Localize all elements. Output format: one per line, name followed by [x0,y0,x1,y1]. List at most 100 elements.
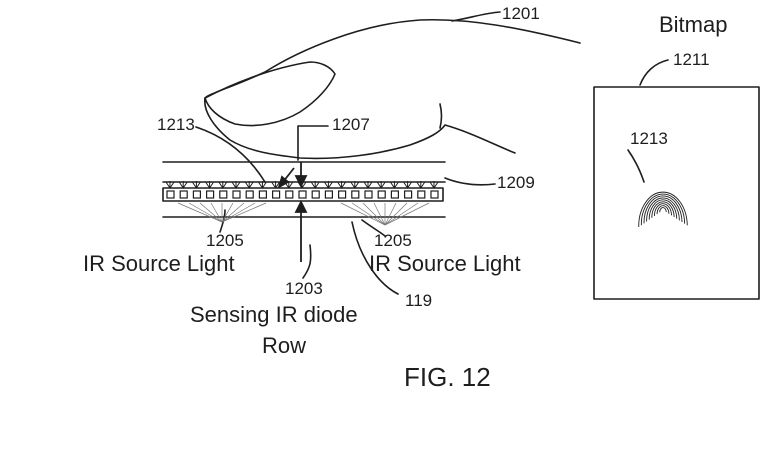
ir-emitter [218,181,228,189]
fingernail [204,61,336,127]
diode-cell [192,190,201,199]
diode-cell [404,190,413,199]
label-1213-bitmap: 1213 [630,129,668,148]
ir-ray [221,202,267,223]
leader-119 [351,221,399,295]
arrow-up-head [294,199,308,213]
ir-source-light-left: IR Source Light [83,251,235,276]
diode-cell [285,190,294,199]
ir-ray [351,202,386,226]
ir-ray [384,202,408,226]
diode-cell [232,190,241,199]
ir-ray [362,202,386,226]
bitmap-frame [593,86,760,300]
diode-cell [298,190,307,199]
ir-ray [340,202,386,226]
ir-ray [177,202,223,223]
arrow-down-head [294,175,308,189]
diode-cell [364,190,373,199]
diode-cell [272,190,281,199]
leader-1213-left [195,126,266,183]
ir-emitter [310,181,320,189]
ir-emitter [297,181,307,189]
leader-1209 [444,177,496,186]
ir-ray [199,202,223,223]
leader-1201 [451,11,501,22]
diode-cells [166,190,439,199]
leader-1213-bitmap [627,149,645,183]
ir-ray [221,202,245,223]
ir-ray [384,202,430,226]
ir-source-light-right: IR Source Light [369,251,521,276]
leader-1203 [302,244,312,279]
diode-cell [377,190,386,199]
diode-cell [206,190,215,199]
diode-cell [351,190,360,199]
fingerprint-ridge [643,195,683,224]
knuckle-crease [439,103,443,129]
leader-1205-right [361,219,386,237]
diode-cell [166,190,175,199]
fingerprint-ridge [659,207,667,213]
ir-emitter [257,181,267,189]
fingerprint-ridge [654,203,672,216]
arrow-upleft-head [277,175,290,189]
diode-cell [390,190,399,199]
fingerprint-ridge [656,205,670,215]
label-1211: 1211 [673,50,710,69]
ir-emitter [165,181,175,189]
ir-emitter [191,181,201,189]
ir-emitter [389,181,399,189]
ir-emitter [403,181,413,189]
fingerprint-ridge [640,193,686,226]
ir-emitter [429,181,439,189]
label-1203: 1203 [285,279,323,298]
fingerprint-ridge [638,191,688,228]
ir-emitter [284,181,294,189]
ir-emitter [244,181,254,189]
label-1213-left: 1213 [157,115,195,134]
diode-cell [324,190,333,199]
label-1205-right: 1205 [374,231,412,250]
diode-cell [338,190,347,199]
leader-1211 [639,59,669,86]
finger-outline [204,18,581,160]
diode-cell [258,190,267,199]
label-1209: 1209 [497,173,535,192]
label-1207: 1207 [332,115,370,134]
leader-1207 [297,125,329,161]
ir-ray [221,202,256,223]
ir-emitter [337,181,347,189]
ir-ray-fans [177,202,430,226]
ir-ray [384,202,397,226]
ir-emitter [376,181,386,189]
row-text: Row [262,333,307,358]
ir-emitter [178,181,188,189]
diode-row-frame [162,187,444,202]
diode-cell [179,190,188,199]
diode-cell [430,190,439,199]
ir-ray [210,202,223,223]
ir-emitter [416,181,426,189]
label-1201: 1201 [502,4,540,23]
ir-ray [373,202,386,226]
fingerprint-ridge [648,199,678,220]
fingerprint-ridge [651,201,675,218]
diode-cell [311,190,320,199]
sensing-ir-diode-text: Sensing IR diode [190,302,358,327]
label-1205-left: 1205 [206,231,244,250]
ir-ray [384,202,419,226]
diode-cell [219,190,228,199]
bitmap-title: Bitmap [659,12,728,37]
ir-emitter [363,181,373,189]
ir-ray [221,202,234,223]
ir-source-emitters [165,181,439,189]
ir-emitter [350,181,360,189]
diode-cell [417,190,426,199]
ir-emitter [323,181,333,189]
figure-caption: FIG. 12 [404,362,491,392]
ir-emitter [205,181,215,189]
ir-emitter [271,181,281,189]
